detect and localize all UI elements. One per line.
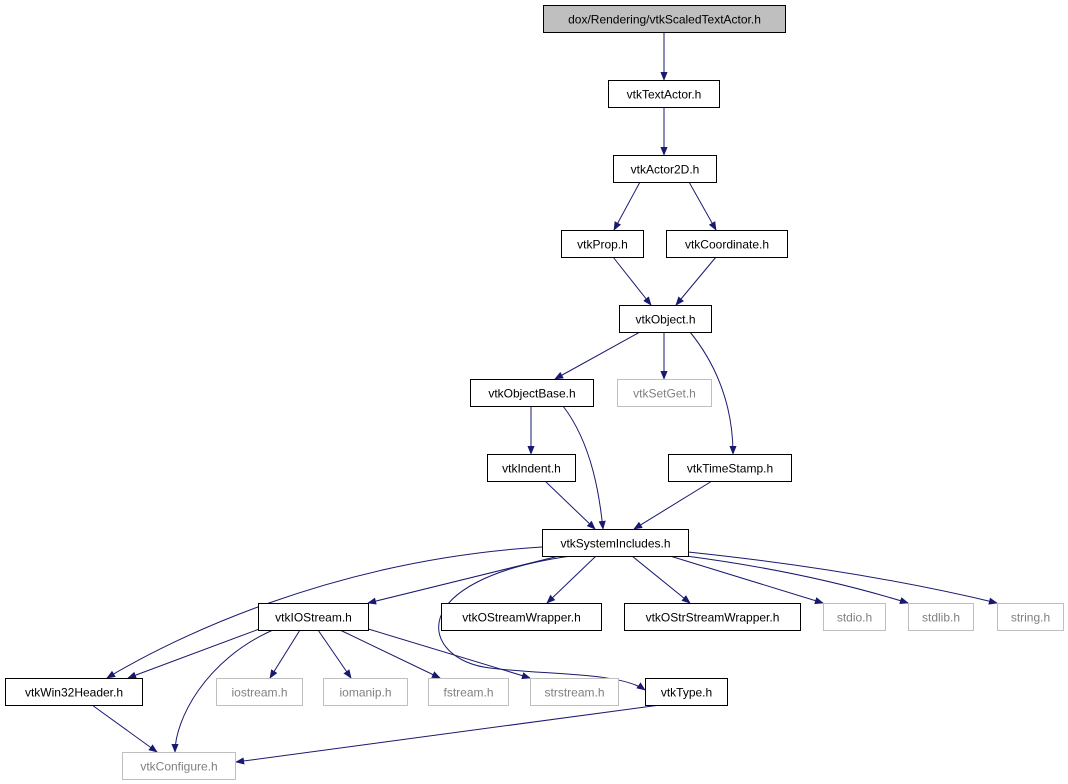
node-label-ostreamwrapper: vtkOStreamWrapper.h: [462, 611, 581, 625]
node-box-string: [997, 603, 1064, 631]
edge-type-to-configure: [235, 704, 661, 765]
nodes-layer: dox/Rendering/vtkScaledTextActor.h vtkTex…: [5, 5, 1064, 780]
edge-iostream_vtk-to-iostream: [269, 629, 301, 679]
node-label-win32header: vtkWin32Header.h: [25, 686, 123, 700]
node-box-timestamp: [668, 454, 792, 482]
node-box-object: [619, 305, 712, 333]
edge-prop-to-object: [612, 256, 652, 306]
node-configure[interactable]: vtkConfigure.h: [122, 752, 236, 780]
node-object[interactable]: vtkObject.h: [619, 305, 712, 333]
edge-sysincludes-to-stdlib: [685, 555, 909, 605]
node-label-stdlib: stdlib.h: [922, 611, 960, 625]
edge-sysincludes-to-string: [687, 551, 998, 605]
node-coordinate[interactable]: vtkCoordinate.h: [666, 230, 788, 258]
node-label-configure: vtkConfigure.h: [140, 760, 217, 774]
node-win32header[interactable]: vtkWin32Header.h: [5, 678, 143, 706]
node-strstream[interactable]: strstream.h: [530, 678, 619, 706]
node-objectbase[interactable]: vtkObjectBase.h: [470, 379, 594, 407]
node-label-string: string.h: [1011, 611, 1050, 625]
node-box-configure: [122, 752, 236, 780]
edge-win32header-to-configure: [91, 704, 158, 753]
node-box-prop: [561, 230, 644, 258]
node-label-timestamp: vtkTimeStamp.h: [687, 462, 773, 476]
node-label-ostrstreamwrapper: vtkOStrStreamWrapper.h: [646, 611, 780, 625]
node-label-iostream: iostream.h: [231, 686, 287, 700]
node-box-type: [645, 678, 728, 706]
node-label-iomanip: iomanip.h: [339, 686, 391, 700]
node-setget[interactable]: vtkSetGet.h: [617, 379, 712, 407]
node-label-sysincludes: vtkSystemIncludes.h: [560, 537, 670, 551]
node-label-root: dox/Rendering/vtkScaledTextActor.h: [568, 13, 761, 27]
node-stdio[interactable]: stdio.h: [823, 603, 886, 631]
node-box-sysincludes: [542, 529, 689, 557]
node-box-textactor: [608, 80, 720, 108]
edge-sysincludes-to-type: [438, 555, 646, 691]
node-box-coordinate: [666, 230, 788, 258]
node-iostream_vtk[interactable]: vtkIOStream.h: [258, 603, 369, 631]
edge-iostream_vtk-to-win32header: [127, 627, 263, 679]
node-label-strstream: strstream.h: [544, 686, 604, 700]
node-box-stdio: [823, 603, 886, 631]
node-box-iomanip: [323, 678, 408, 706]
node-indent[interactable]: vtkIndent.h: [487, 454, 576, 482]
node-label-actor2d: vtkActor2D.h: [631, 163, 700, 177]
node-ostrstreamwrapper[interactable]: vtkOStrStreamWrapper.h: [624, 603, 801, 631]
node-label-type: vtkType.h: [661, 686, 712, 700]
node-timestamp[interactable]: vtkTimeStamp.h: [668, 454, 792, 482]
edge-object-to-objectbase: [554, 331, 641, 380]
node-label-fstream: fstream.h: [443, 686, 493, 700]
node-box-win32header: [5, 678, 143, 706]
node-ostreamwrapper[interactable]: vtkOStreamWrapper.h: [441, 603, 602, 631]
node-box-stdlib: [908, 603, 974, 631]
node-box-objectbase: [470, 379, 594, 407]
node-label-textactor: vtkTextActor.h: [627, 88, 702, 102]
node-actor2d[interactable]: vtkActor2D.h: [613, 155, 717, 183]
node-type[interactable]: vtkType.h: [645, 678, 728, 706]
node-label-setget: vtkSetGet.h: [633, 387, 696, 401]
node-box-iostream: [216, 678, 303, 706]
node-label-iostream_vtk: vtkIOStream.h: [275, 611, 352, 625]
edge-sysincludes-to-stdio: [669, 555, 824, 605]
node-box-strstream: [530, 678, 619, 706]
edge-object-to-timestamp: [689, 331, 737, 455]
edge-iostream_vtk-to-configure: [171, 629, 274, 753]
edge-sysincludes-to-ostreamwrapper: [546, 555, 597, 604]
node-label-objectbase: vtkObjectBase.h: [488, 387, 575, 401]
edge-indent-to-sysincludes: [544, 480, 596, 530]
node-label-indent: vtkIndent.h: [502, 462, 561, 476]
edge-sysincludes-to-ostrstreamwrapper: [631, 555, 691, 604]
node-box-ostrstreamwrapper: [624, 603, 801, 631]
node-label-object: vtkObject.h: [635, 313, 695, 327]
edge-iostream_vtk-to-fstream: [339, 629, 441, 679]
node-iomanip[interactable]: iomanip.h: [323, 678, 408, 706]
node-label-coordinate: vtkCoordinate.h: [685, 238, 769, 252]
node-box-actor2d: [613, 155, 717, 183]
node-box-indent: [487, 454, 576, 482]
node-string[interactable]: string.h: [997, 603, 1064, 631]
node-box-iostream_vtk: [258, 603, 369, 631]
edge-actor2d-to-coordinate: [688, 181, 717, 231]
edge-actor2d-to-prop: [613, 181, 641, 231]
edge-iostream_vtk-to-iomanip: [317, 629, 352, 679]
edges-layer: [91, 32, 998, 765]
node-sysincludes[interactable]: vtkSystemIncludes.h: [542, 529, 689, 557]
node-box-ostreamwrapper: [441, 603, 602, 631]
node-label-stdio: stdio.h: [837, 611, 872, 625]
edge-coordinate-to-object: [675, 256, 717, 306]
node-box-root: [543, 5, 786, 33]
edge-objectbase-to-sysincludes: [562, 405, 606, 530]
node-fstream[interactable]: fstream.h: [428, 678, 509, 706]
node-box-fstream: [428, 678, 509, 706]
node-stdlib[interactable]: stdlib.h: [908, 603, 974, 631]
node-root[interactable]: dox/Rendering/vtkScaledTextActor.h: [543, 5, 786, 33]
node-prop[interactable]: vtkProp.h: [561, 230, 644, 258]
edge-timestamp-to-sysincludes: [633, 480, 713, 530]
node-iostream[interactable]: iostream.h: [216, 678, 303, 706]
node-label-prop: vtkProp.h: [577, 238, 628, 252]
node-textactor[interactable]: vtkTextActor.h: [608, 80, 720, 108]
node-box-setget: [617, 379, 712, 407]
edge-iostream_vtk-to-strstream: [364, 627, 531, 680]
